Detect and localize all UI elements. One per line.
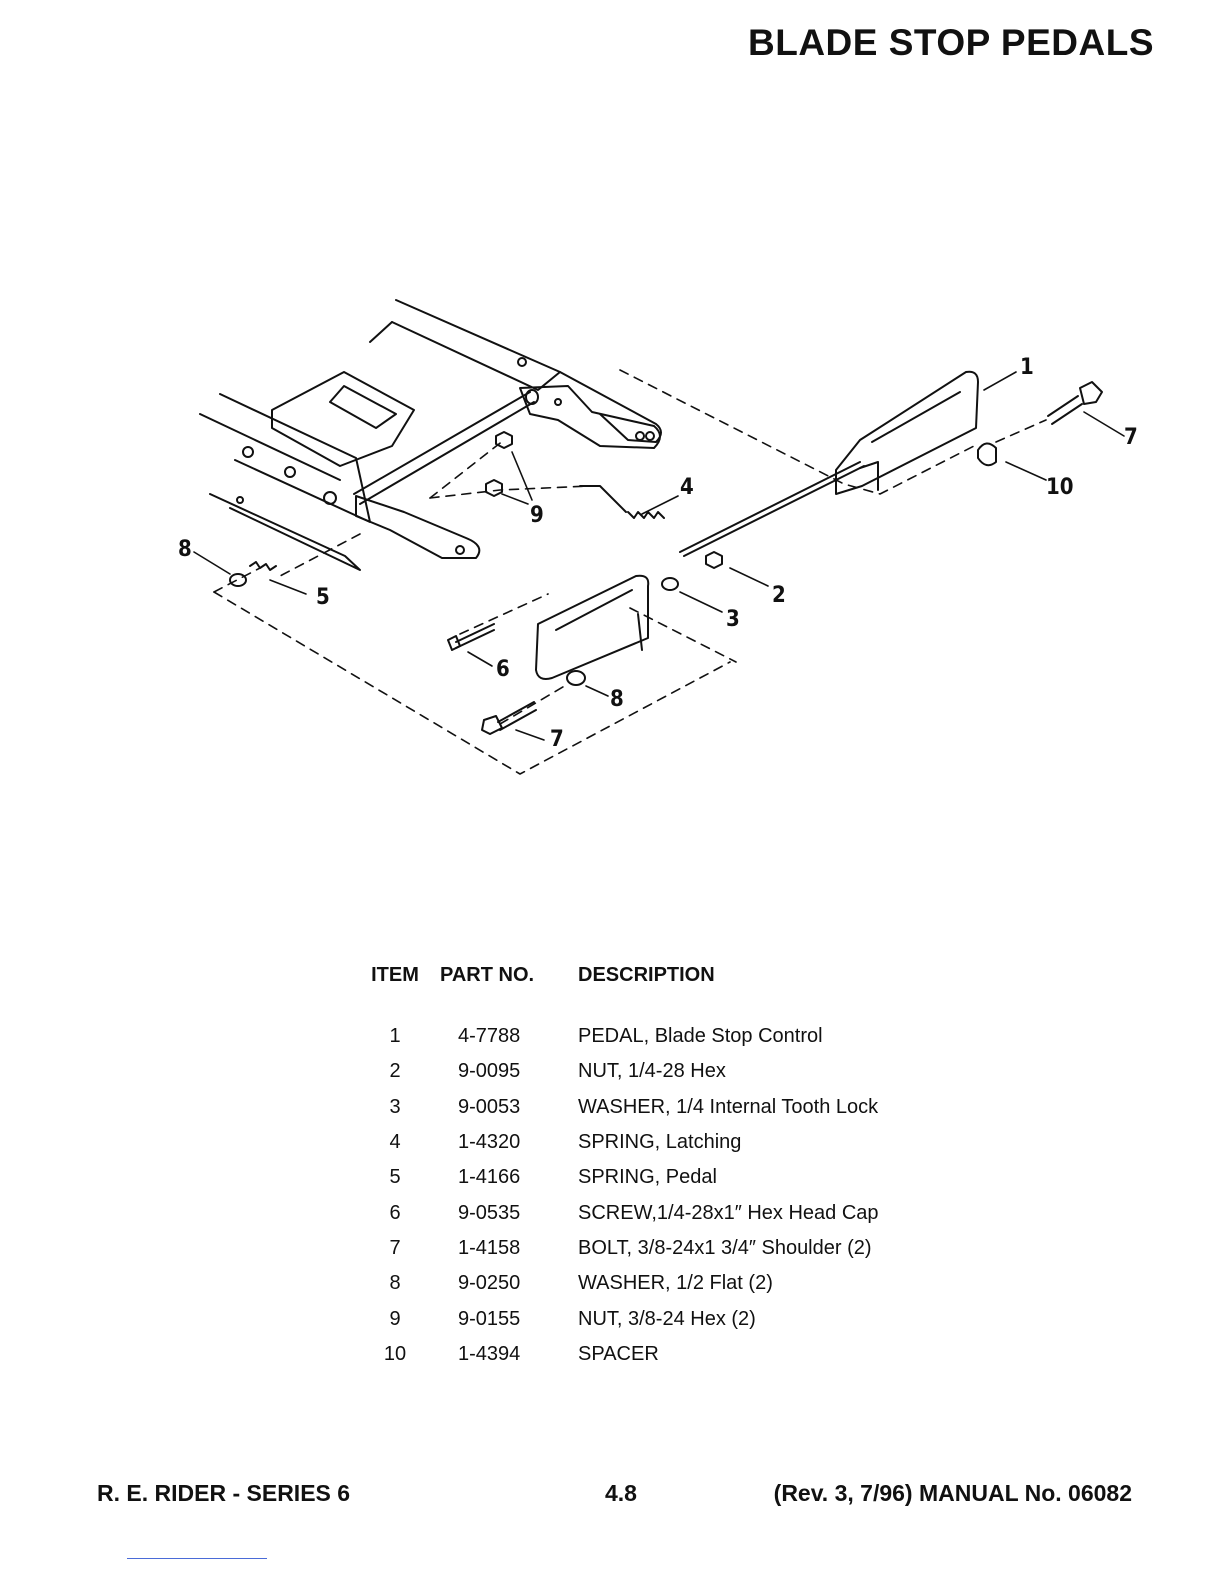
callout-8-left: 8 <box>178 537 192 562</box>
hardware-parts <box>229 381 1103 735</box>
callout-7-lower: 7 <box>550 727 564 752</box>
item-number: 9 <box>389 1307 401 1330</box>
cross-shaft <box>353 389 539 505</box>
part-number: 1-4320 <box>458 1131 521 1154</box>
diagram-svg: 1 2 3 4 5 6 7 7 8 8 9 9 10 <box>178 299 1138 775</box>
part-description: NUT, 3/8-24 Hex (2) <box>578 1307 756 1330</box>
table-row: 9 9-0155 NUT, 3/8-24 Hex (2) <box>350 1301 998 1336</box>
item-number: 2 <box>389 1060 401 1083</box>
item-number: 6 <box>389 1201 401 1224</box>
item-number: 3 <box>389 1095 401 1118</box>
part-description: BOLT, 3/8-24x1 3/4″ Shoulder (2) <box>578 1236 872 1259</box>
leader-lines <box>193 371 1125 741</box>
part-number: 1-4166 <box>458 1166 521 1189</box>
mount-bracket <box>271 371 415 467</box>
divider-line <box>127 1558 267 1559</box>
frame-rail-upper <box>369 299 662 443</box>
control-rod <box>679 461 865 557</box>
assembly-lines <box>213 369 1047 775</box>
part-description: WASHER, 1/2 Flat (2) <box>578 1272 773 1295</box>
lower-pivot-arm <box>355 495 481 559</box>
callout-8-lower: 8 <box>610 687 624 712</box>
table-row: 4 1-4320 SPRING, Latching <box>350 1125 998 1160</box>
part-description: WASHER, 1/4 Internal Tooth Lock <box>578 1095 879 1118</box>
page-title: BLADE STOP PEDALS <box>748 22 1154 63</box>
table-row: 6 9-0535 SCREW,1/4-28x1″ Hex Head Cap <box>350 1195 998 1230</box>
column-header-part-no: PART NO. <box>440 964 535 986</box>
item-number: 5 <box>389 1166 401 1189</box>
callout-2: 2 <box>772 583 786 608</box>
callout-labels: 1 2 3 4 5 6 7 7 8 8 9 9 10 <box>178 355 1138 752</box>
upper-pivot-arm <box>519 385 661 449</box>
table-row: 1 4-7788 PEDAL, Blade Stop Control <box>350 1019 998 1054</box>
callout-7-upper: 7 <box>1124 425 1138 450</box>
callout-9: 9 <box>530 503 544 528</box>
callout-4: 4 <box>680 475 694 500</box>
part-number: 4-7788 <box>458 1025 521 1048</box>
part-number: 9-0250 <box>458 1272 521 1295</box>
pedal-upper <box>835 370 979 495</box>
callout-6: 6 <box>496 657 510 682</box>
table-row: 2 9-0095 NUT, 1/4-28 Hex <box>350 1054 998 1089</box>
part-description: SPRING, Latching <box>578 1131 742 1154</box>
part-description: NUT, 1/4-28 Hex <box>578 1060 726 1083</box>
item-number: 7 <box>389 1236 401 1259</box>
item-number: 4 <box>389 1131 401 1154</box>
item-number: 10 <box>383 1342 407 1365</box>
part-number: 9-0535 <box>458 1201 521 1224</box>
latching-spring <box>579 485 665 519</box>
part-description: SCREW,1/4-28x1″ Hex Head Cap <box>578 1201 879 1224</box>
item-number: 8 <box>389 1272 401 1295</box>
frame-rail-lower <box>209 493 361 571</box>
table-row: 8 9-0250 WASHER, 1/2 Flat (2) <box>350 1266 998 1301</box>
callout-5: 5 <box>316 585 330 610</box>
pedal-lower <box>535 574 650 680</box>
item-number: 1 <box>389 1025 401 1048</box>
part-description: PEDAL, Blade Stop Control <box>578 1025 823 1048</box>
part-number: 9-0155 <box>458 1307 521 1330</box>
callout-1: 1 <box>1020 355 1034 380</box>
exploded-parts-diagram: 1 2 3 4 5 6 7 7 8 8 9 9 10 <box>160 290 1160 790</box>
part-description: SPRING, Pedal <box>578 1166 717 1189</box>
part-number: 1-4158 <box>458 1236 521 1259</box>
column-header-item: ITEM <box>371 964 419 986</box>
table-row: 3 9-0053 WASHER, 1/4 Internal Tooth Lock <box>350 1090 998 1125</box>
parts-table-header: ITEM PART NO. DESCRIPTION <box>350 964 998 1019</box>
callout-10: 10 <box>1046 475 1074 500</box>
frame-rail-middle <box>199 393 371 523</box>
footer-series-label: R. E. RIDER - SERIES 6 <box>97 1480 351 1506</box>
table-row: 5 1-4166 SPRING, Pedal <box>350 1160 998 1195</box>
table-row: 7 1-4158 BOLT, 3/8-24x1 3/4″ Shoulder (2… <box>350 1231 998 1266</box>
part-number: 1-4394 <box>458 1342 521 1365</box>
footer-page-number: 4.8 <box>605 1480 637 1506</box>
callout-3: 3 <box>726 607 740 632</box>
parts-list-table: ITEM PART NO. DESCRIPTION 1 4-7788 PEDAL… <box>350 964 998 1372</box>
part-number: 9-0053 <box>458 1095 521 1118</box>
footer-manual-revision: (Rev. 3, 7/96) MANUAL No. 06082 <box>773 1480 1132 1506</box>
part-number: 9-0095 <box>458 1060 521 1083</box>
part-description: SPACER <box>578 1342 659 1365</box>
table-row: 10 1-4394 SPACER <box>350 1337 998 1372</box>
column-header-description: DESCRIPTION <box>578 964 715 986</box>
